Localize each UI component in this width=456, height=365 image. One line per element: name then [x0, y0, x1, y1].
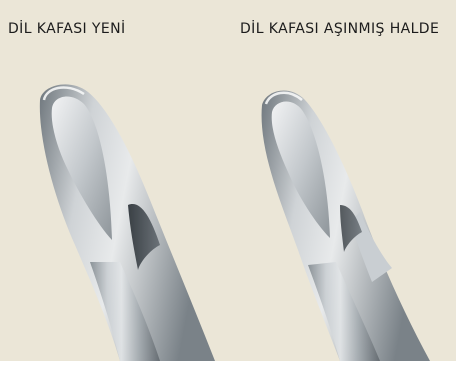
new-needle-head — [40, 84, 215, 361]
worn-needle-head — [262, 91, 430, 361]
label-new-head: DİL KAFASI YENİ — [8, 12, 208, 46]
bottom-border — [0, 361, 456, 365]
label-worn-head: DİL KAFASI AŞINMIŞ HALDE — [240, 12, 440, 46]
